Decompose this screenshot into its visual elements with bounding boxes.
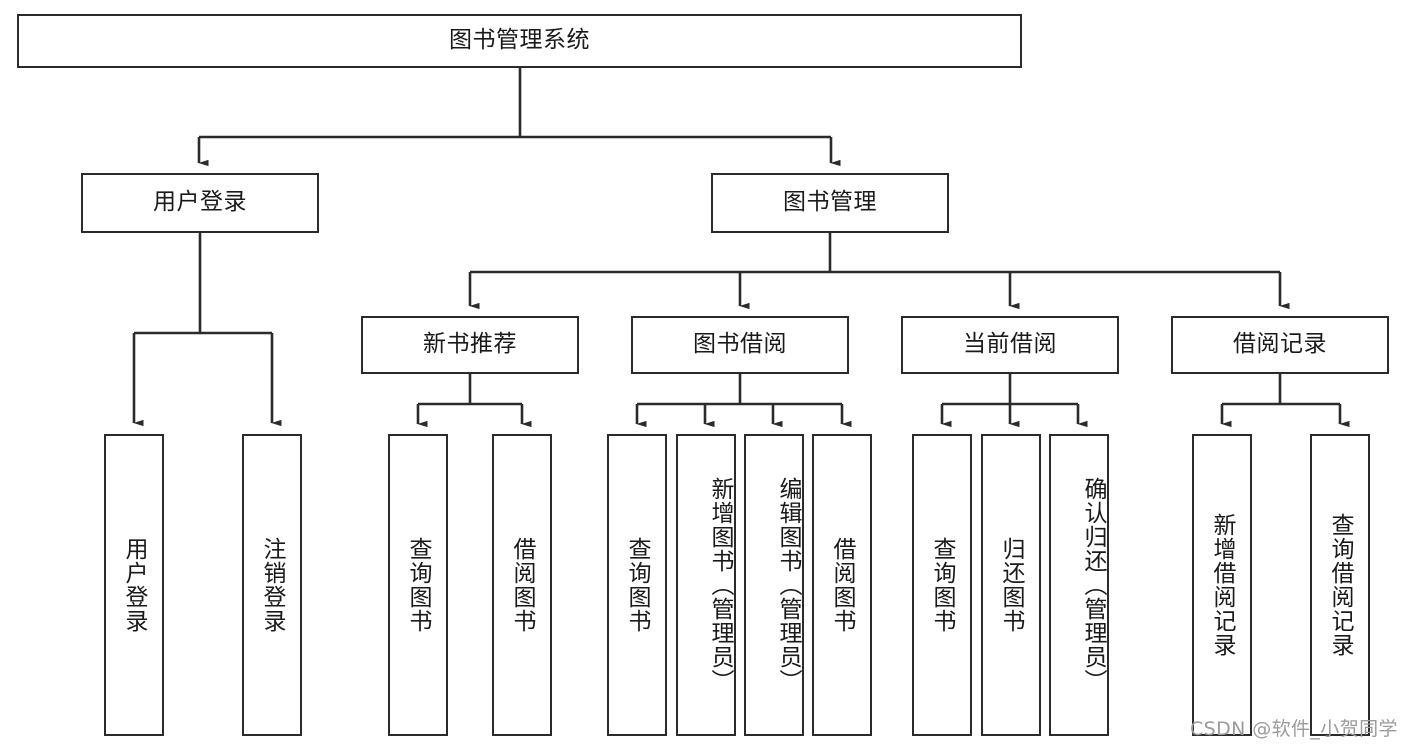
csdn-watermark: CSDN @软件_小贺同学 [1190,718,1398,740]
node-leaf-confirm-return-label: 确认归还（管理员） [1080,477,1106,693]
node-leaf-query-book-2[interactable]: 查询图书 [607,434,667,736]
node-book-manage-label: 图书管理 [783,189,877,216]
node-leaf-user-login[interactable]: 用户登录 [104,434,164,736]
node-leaf-borrow-book-2[interactable]: 借阅图书 [812,434,872,736]
node-current-borrow[interactable]: 当前借阅 [901,316,1119,374]
node-leaf-borrow-book-1[interactable]: 借阅图书 [492,434,552,736]
node-leaf-borrow-book-2-label: 借阅图书 [829,537,856,633]
node-book-manage[interactable]: 图书管理 [711,173,949,233]
node-leaf-confirm-return[interactable]: 确认归还（管理员） [1049,434,1109,736]
node-leaf-query-record-label: 查询借阅记录 [1327,513,1354,657]
node-borrow-record-label: 借阅记录 [1233,331,1327,358]
node-current-borrow-label: 当前借阅 [963,331,1057,358]
node-book-borrow[interactable]: 图书借阅 [631,316,849,374]
node-user-login-label: 用户登录 [153,189,247,216]
node-leaf-query-book-3-label: 查询图书 [929,537,956,633]
node-leaf-borrow-book-1-label: 借阅图书 [509,537,536,633]
node-leaf-add-record-label: 新增借阅记录 [1209,513,1236,657]
node-leaf-user-logout[interactable]: 注销登录 [242,434,302,736]
node-leaf-add-record[interactable]: 新增借阅记录 [1192,434,1252,736]
node-borrow-record[interactable]: 借阅记录 [1171,316,1389,374]
node-root-label: 图书管理系统 [449,27,590,54]
node-leaf-return-book[interactable]: 归还图书 [981,434,1041,736]
node-new-book-rec[interactable]: 新书推荐 [361,316,579,374]
node-user-login[interactable]: 用户登录 [81,173,319,233]
node-leaf-query-book-1[interactable]: 查询图书 [388,434,448,736]
node-new-book-rec-label: 新书推荐 [423,331,517,358]
node-leaf-query-book-1-label: 查询图书 [405,537,432,633]
node-leaf-query-record[interactable]: 查询借阅记录 [1310,434,1370,736]
node-leaf-add-book[interactable]: 新增图书（管理员） [676,434,736,736]
node-leaf-return-book-label: 归还图书 [998,537,1025,633]
node-leaf-add-book-label: 新增图书（管理员） [707,477,733,693]
node-leaf-user-login-label: 用户登录 [121,537,148,633]
node-leaf-query-book-2-label: 查询图书 [624,537,651,633]
node-leaf-user-logout-label: 注销登录 [259,537,286,633]
node-leaf-edit-book-label: 编辑图书（管理员） [775,477,801,693]
node-book-borrow-label: 图书借阅 [693,331,787,358]
node-root[interactable]: 图书管理系统 [17,14,1022,68]
node-leaf-query-book-3[interactable]: 查询图书 [912,434,972,736]
node-leaf-edit-book[interactable]: 编辑图书（管理员） [744,434,804,736]
